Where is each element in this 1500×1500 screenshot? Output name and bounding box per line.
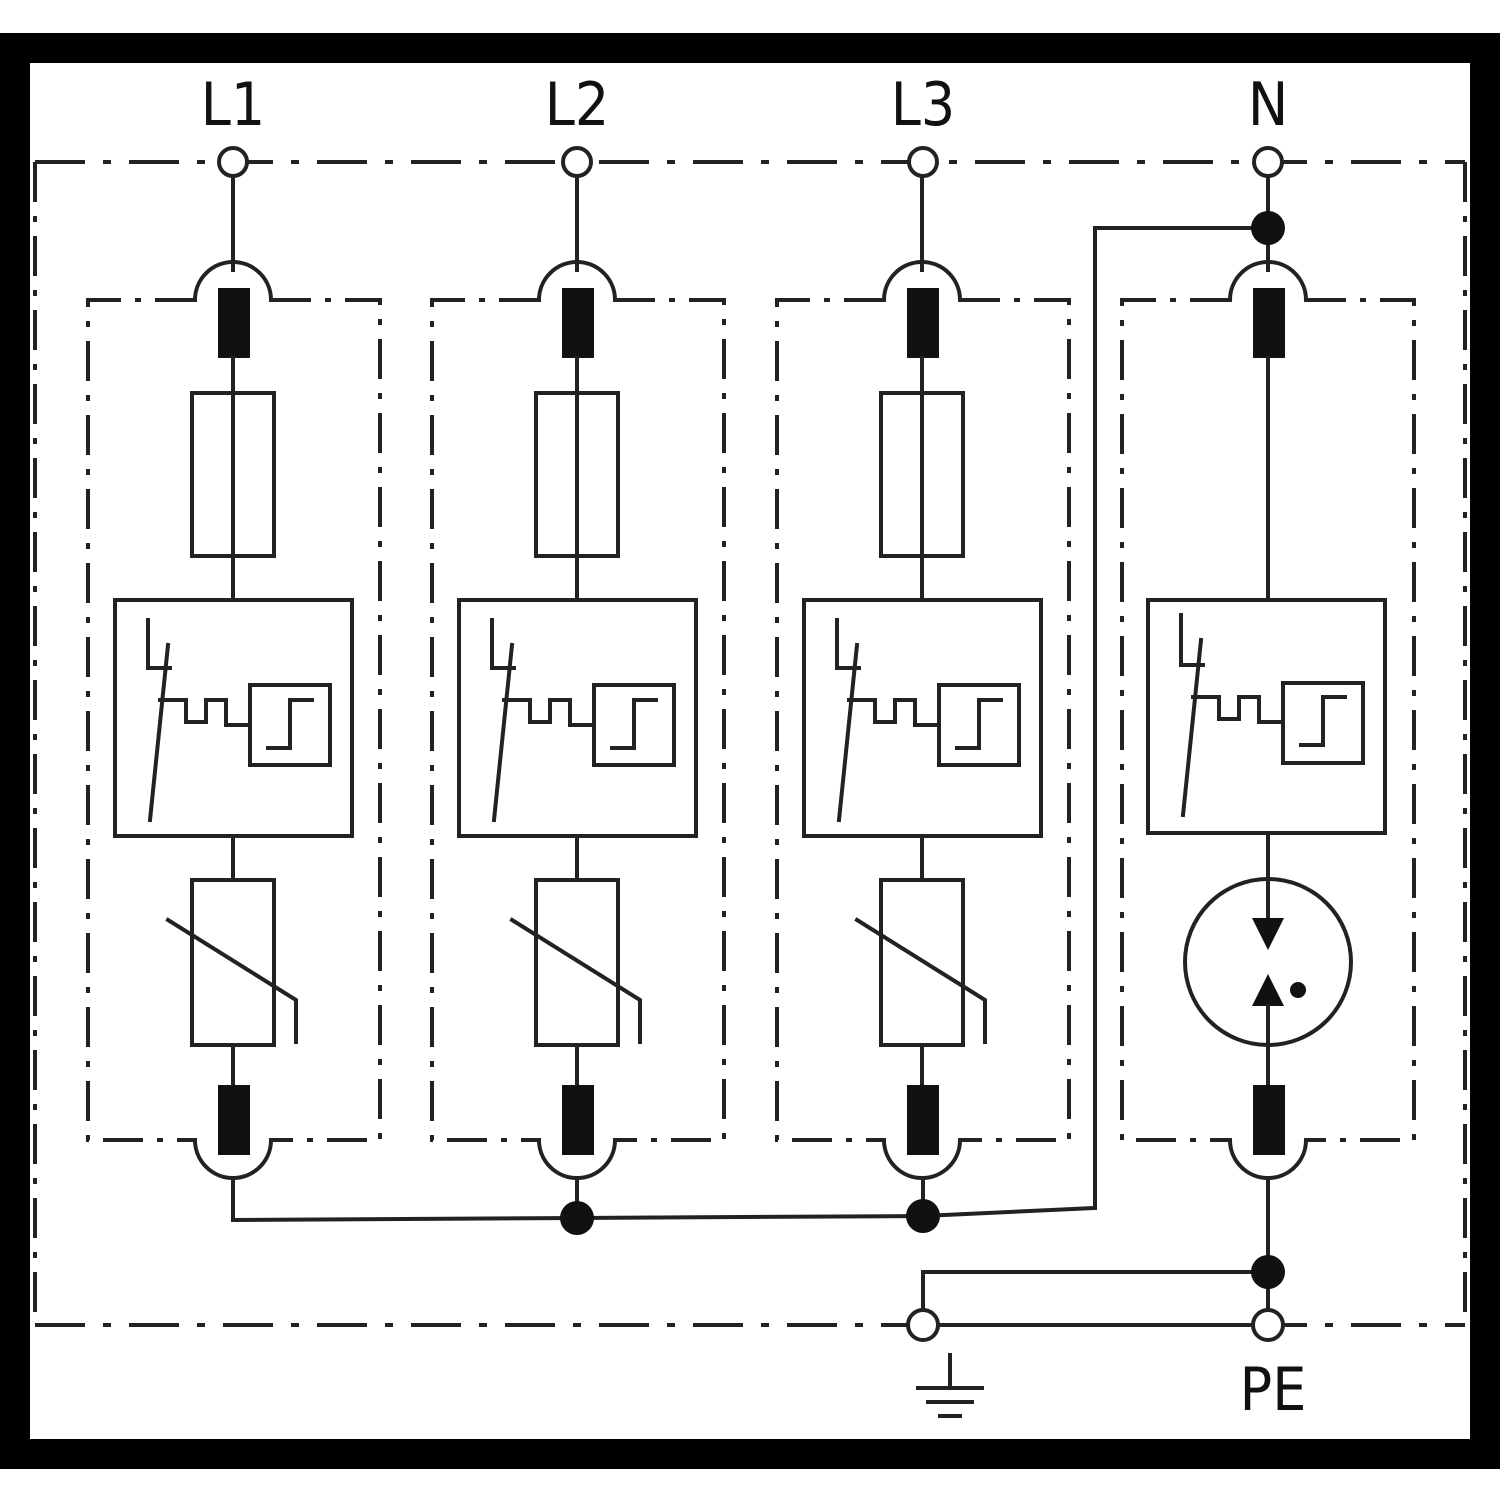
interconnect-wiring bbox=[231, 173, 1285, 1327]
terminal-pe bbox=[1251, 1308, 1285, 1342]
label-l1: L1 bbox=[201, 70, 265, 140]
label-l3: L3 bbox=[891, 70, 955, 140]
module-l3 bbox=[775, 173, 1071, 1180]
terminal-n bbox=[1252, 146, 1284, 178]
terminal-earth bbox=[906, 1308, 940, 1342]
outer-frame bbox=[0, 33, 1500, 1469]
module-l2 bbox=[430, 173, 726, 1180]
terminal-l2 bbox=[561, 146, 593, 178]
label-l2: L2 bbox=[545, 70, 609, 140]
module-l1 bbox=[86, 173, 382, 1180]
label-n: N bbox=[1248, 70, 1288, 140]
spark-gap-icon bbox=[1183, 877, 1353, 1047]
terminal-l1 bbox=[217, 146, 249, 178]
terminal-l3 bbox=[907, 146, 939, 178]
earth-icon bbox=[916, 1353, 984, 1418]
module-n bbox=[1120, 173, 1416, 1180]
label-pe: PE bbox=[1240, 1355, 1307, 1425]
